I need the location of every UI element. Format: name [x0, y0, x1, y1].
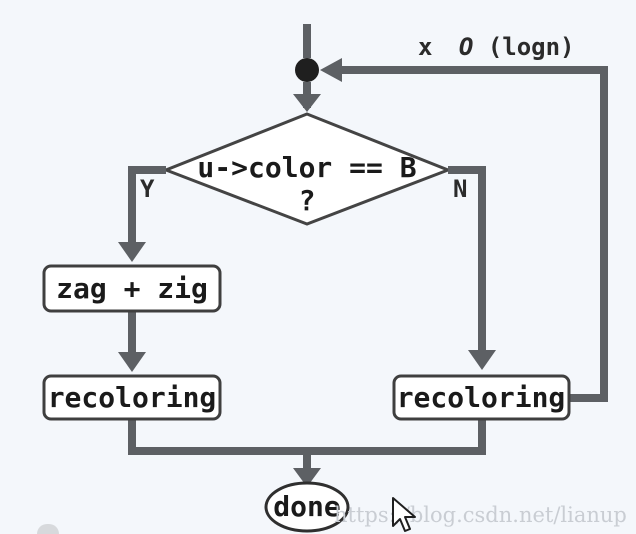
decision-diamond	[161, 112, 453, 226]
no-label: N	[453, 175, 467, 203]
decision-line-2: ?	[299, 184, 316, 217]
loop-label: x O (logn)	[418, 33, 575, 61]
merge-to-done-arrow	[293, 468, 321, 487]
merge-node	[295, 58, 319, 82]
done-terminal	[264, 481, 350, 533]
zagzig-label: zag + zig	[56, 272, 208, 305]
recoloring-right-box	[392, 374, 571, 421]
no-branch-line	[448, 166, 486, 354]
recoloring-left-box	[42, 374, 222, 421]
done-label: done	[273, 490, 340, 523]
no-branch-arrow	[468, 350, 496, 370]
loop-label-o: O	[459, 33, 473, 61]
bottom-left-shape	[37, 524, 59, 534]
zagzig-to-recoloring-arrow	[118, 352, 146, 372]
yes-branch-line	[128, 166, 166, 246]
decision-line-1: u->color == B	[197, 151, 416, 184]
left-bottom-line	[128, 418, 307, 455]
mouse-pointer-icon	[392, 497, 416, 532]
recoloring-left-label: recoloring	[48, 381, 217, 414]
recoloring-right-label: recoloring	[397, 381, 566, 414]
loop-label-prefix: x	[418, 33, 432, 61]
right-bottom-line	[307, 418, 486, 455]
yes-label: Y	[140, 175, 155, 203]
loop-label-suffix: (logn)	[488, 33, 575, 61]
loop-back-line	[334, 66, 608, 402]
yes-branch-arrow	[118, 242, 146, 262]
watermark-text: https://blog.csdn.net/lianup	[334, 503, 627, 527]
node-to-decision-arrow	[293, 94, 321, 112]
loop-back-arrow	[320, 58, 342, 82]
zagzig-box	[42, 264, 222, 313]
